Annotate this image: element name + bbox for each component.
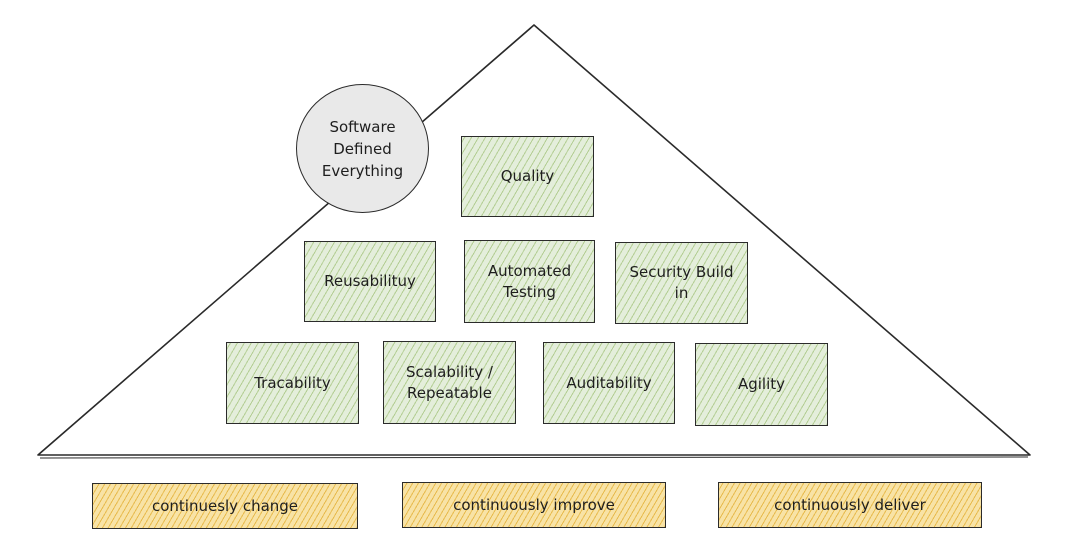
- box-agility: Agility: [695, 343, 828, 426]
- circle-label: Software Defined Everything: [321, 117, 404, 180]
- box-auditability: Auditability: [543, 342, 675, 424]
- foundation-continuesly-change: continuesly change: [92, 483, 358, 529]
- box-reusability-label: Reusabilituy: [324, 272, 416, 290]
- pyramid-triangle-sketch: [39, 27, 532, 454]
- box-auditability-label: Auditability: [566, 373, 652, 392]
- foundation-label: continuously improve: [453, 495, 615, 514]
- software-defined-everything-circle: Software Defined Everything: [296, 84, 429, 213]
- box-security-build-in: Security Build in: [615, 242, 748, 324]
- box-tracability: Tracability: [226, 342, 359, 424]
- foundation-continuously-improve: continuously improve: [402, 482, 666, 528]
- foundation-continuously-deliver: continuously deliver: [718, 482, 982, 528]
- foundation-label: continuously deliver: [774, 495, 926, 514]
- box-reusability: Reusabilituy: [304, 241, 436, 322]
- foundation-label: continuesly change: [151, 496, 299, 515]
- box-security-build-in-label: Security Build in: [629, 263, 734, 302]
- pyramid-base-sketch: [39, 456, 1029, 459]
- box-agility-label: Agility: [737, 375, 786, 393]
- box-automated-testing: Automated Testing: [464, 240, 595, 323]
- box-quality-label: Quality: [500, 167, 555, 185]
- box-tracability-label: Tracability: [254, 373, 331, 392]
- box-scalability-label: Scalability / Repeatable: [406, 362, 493, 402]
- box-quality: Quality: [461, 136, 594, 217]
- box-automated-testing-label: Automated Testing: [487, 261, 572, 301]
- box-scalability: Scalability / Repeatable: [383, 341, 516, 424]
